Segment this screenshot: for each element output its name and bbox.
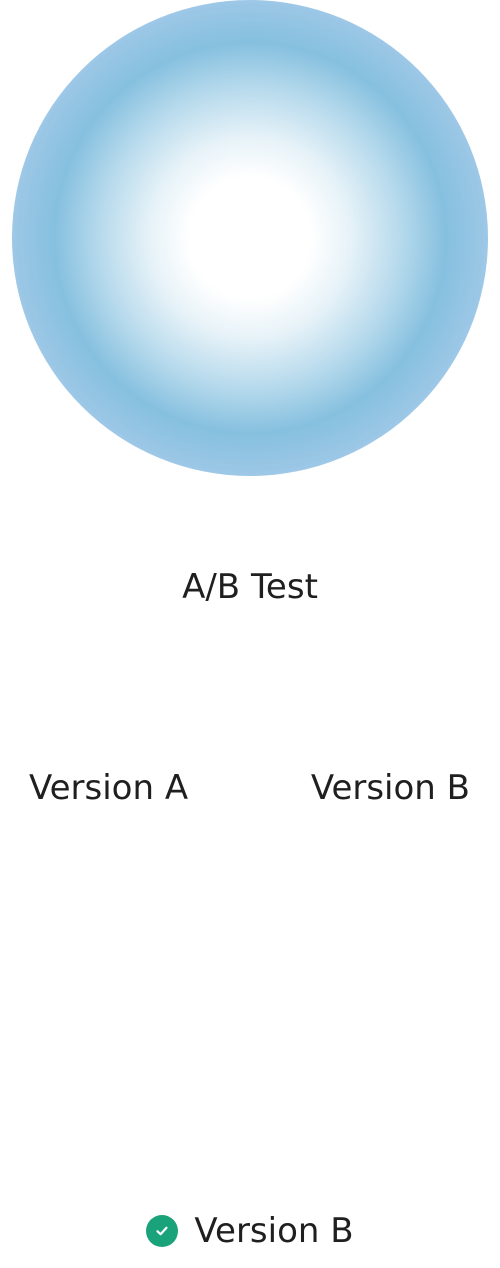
- result-label: Version B: [194, 1211, 354, 1251]
- selected-result: Version B: [0, 1210, 500, 1252]
- gradient-orb: [12, 0, 488, 476]
- version-b-option[interactable]: Version B: [310, 768, 470, 808]
- check-circle-icon: [146, 1215, 179, 1247]
- page-title: A/B Test: [182, 567, 318, 607]
- version-a-option[interactable]: Version A: [29, 768, 189, 808]
